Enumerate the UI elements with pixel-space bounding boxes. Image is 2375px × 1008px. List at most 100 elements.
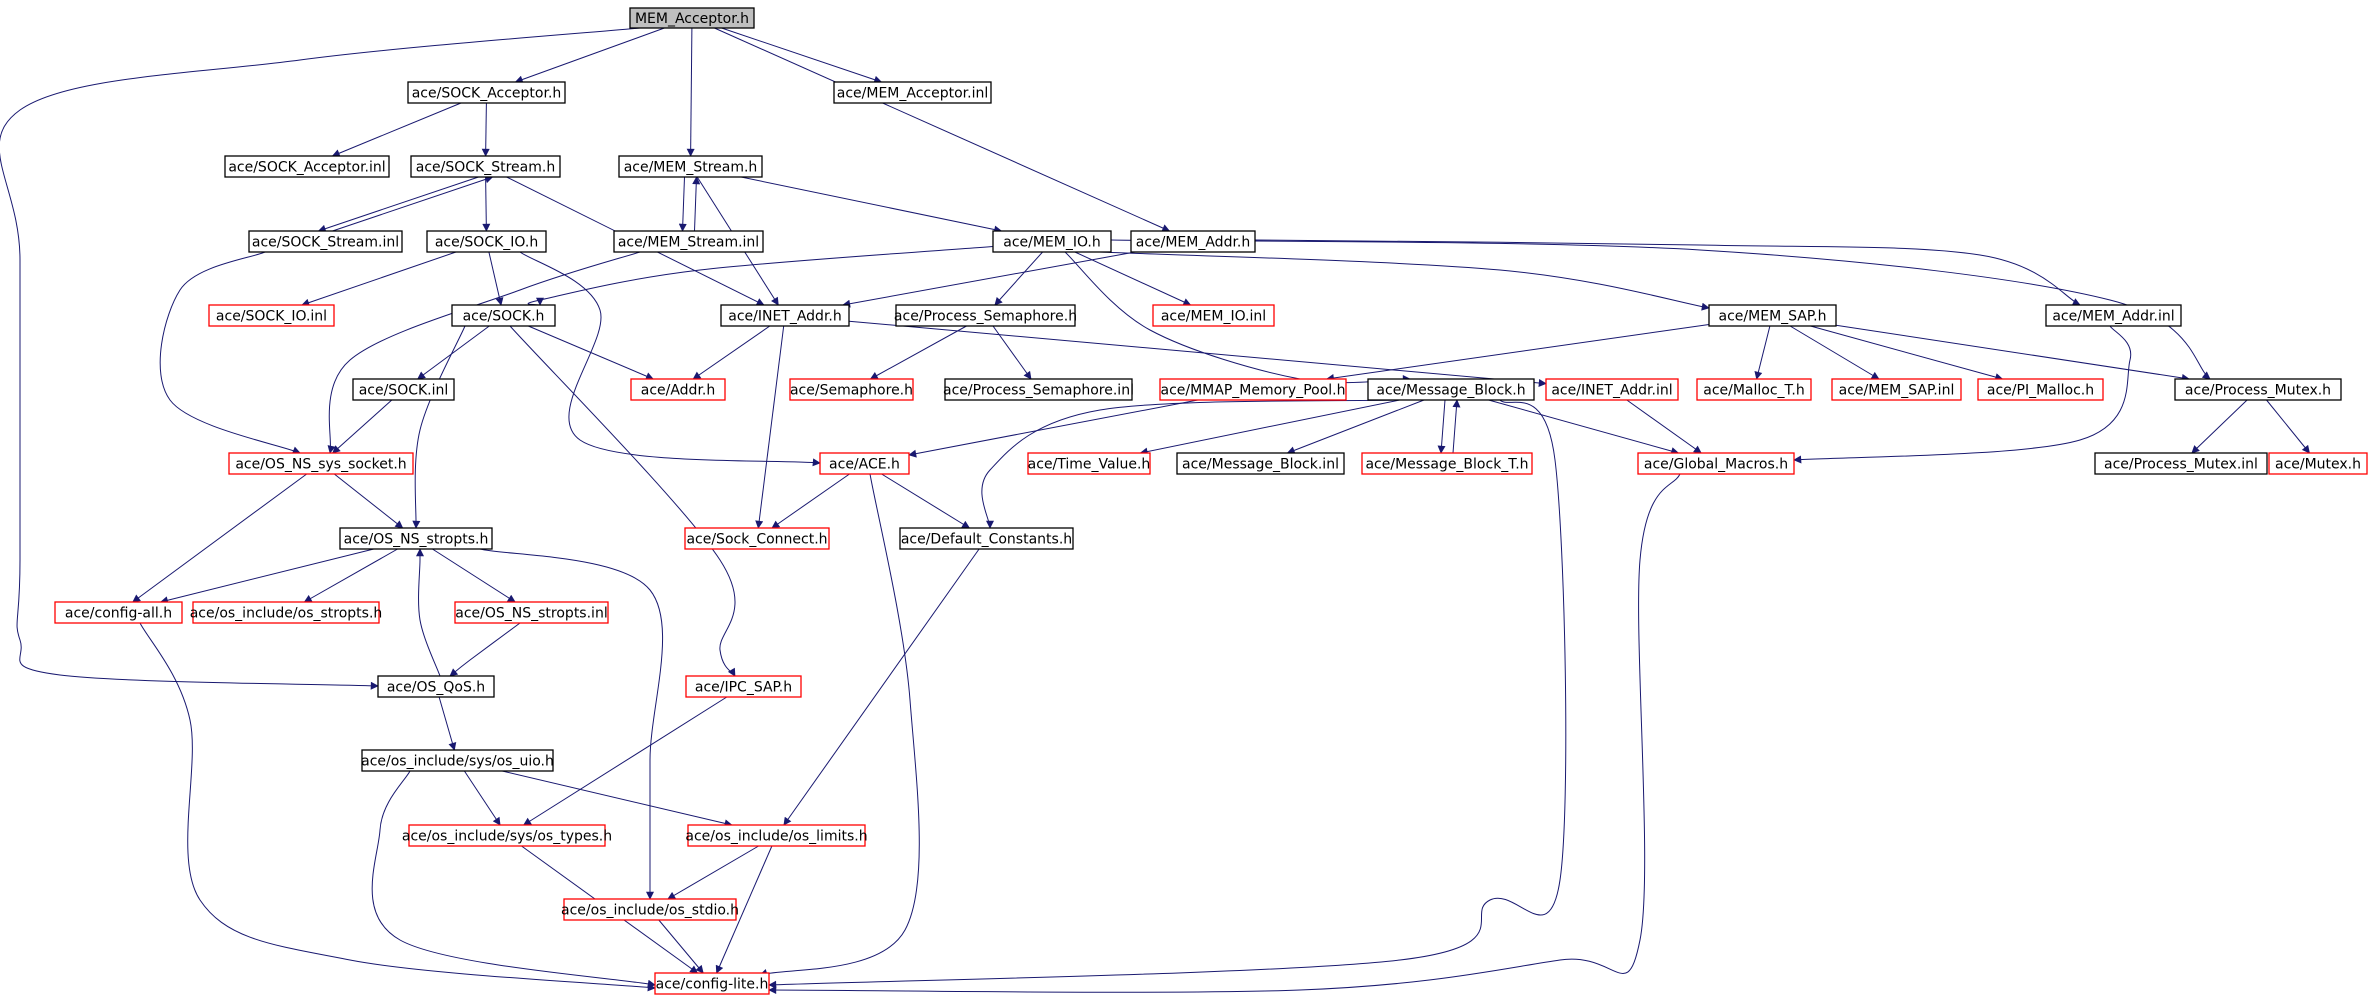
node-proc-sem-inl[interactable]: ace/Process_Semaphore.inl	[943, 378, 1134, 401]
node-box[interactable]	[410, 155, 561, 178]
node-box[interactable]	[1696, 378, 1812, 401]
node-mem-io-inl[interactable]: ace/MEM_IO.inl	[1152, 304, 1275, 327]
node-box[interactable]	[833, 81, 992, 104]
node-box[interactable]	[1361, 452, 1533, 475]
node-box[interactable]	[685, 675, 802, 698]
node-box[interactable]	[2268, 452, 2368, 475]
node-box[interactable]	[352, 378, 455, 401]
node-box[interactable]	[408, 824, 606, 847]
node-os-types-h[interactable]: ace/os_include/sys/os_types.h	[402, 824, 612, 847]
node-box[interactable]	[361, 749, 554, 772]
node-mem-acc-inl[interactable]: ace/MEM_Acceptor.inl	[833, 81, 992, 104]
node-proc-mutex-inl[interactable]: ace/Process_Mutex.inl	[2094, 452, 2268, 475]
node-box[interactable]	[2094, 452, 2268, 475]
node-os-limits-h[interactable]: ace/os_include/os_limits.h	[685, 824, 868, 847]
node-os-uio-h[interactable]: ace/os_include/sys/os_uio.h	[361, 749, 554, 772]
node-box[interactable]	[451, 304, 556, 327]
node-box[interactable]	[629, 7, 755, 29]
node-box[interactable]	[1545, 378, 1679, 401]
node-global-macros-h[interactable]: ace/Global_Macros.h	[1637, 452, 1795, 475]
node-msg-block-h[interactable]: ace/Message_Block.h	[1367, 378, 1535, 401]
node-inet-addr-inl[interactable]: ace/INET_Addr.inl	[1545, 378, 1679, 401]
node-box[interactable]	[1831, 378, 1962, 401]
node-inet-addr-h[interactable]: ace/INET_Addr.h	[720, 304, 850, 327]
node-time-value-h[interactable]: ace/Time_Value.h	[1027, 452, 1151, 475]
node-box[interactable]	[1176, 452, 1345, 475]
node-box[interactable]	[208, 304, 335, 327]
node-os-ns-stropts-h[interactable]: ace/OS_NS_stropts.h	[339, 527, 493, 550]
node-proc-mutex-h[interactable]: ace/Process_Mutex.h	[2174, 378, 2342, 401]
node-box[interactable]	[1367, 378, 1535, 401]
node-sock-stream-h[interactable]: ace/SOCK_Stream.h	[410, 155, 561, 178]
node-box[interactable]	[407, 81, 566, 104]
node-os-stdio-h[interactable]: ace/os_include/os_stdio.h	[561, 898, 739, 921]
node-addr-h[interactable]: ace/Addr.h	[630, 378, 726, 401]
node-sock-h[interactable]: ace/SOCK.h	[451, 304, 556, 327]
node-box[interactable]	[426, 230, 547, 253]
node-box[interactable]	[684, 527, 830, 550]
node-box[interactable]	[687, 824, 866, 847]
node-box[interactable]	[2174, 378, 2342, 401]
node-os-qos-h[interactable]: ace/OS_QoS.h	[377, 675, 495, 698]
node-box[interactable]	[613, 230, 764, 253]
node-sock-io-h[interactable]: ace/SOCK_IO.h	[426, 230, 547, 253]
node-box[interactable]	[1152, 304, 1275, 327]
node-os-ns-sys-socket-h[interactable]: ace/OS_NS_sys_socket.h	[228, 452, 414, 475]
node-mem-addr-inl[interactable]: ace/MEM_Addr.inl	[2045, 304, 2182, 327]
node-box[interactable]	[228, 452, 414, 475]
node-ace-h[interactable]: ace/ACE.h	[819, 452, 910, 475]
node-pi-malloc-h[interactable]: ace/PI_Malloc.h	[1977, 378, 2104, 401]
node-os-ns-stropts-inl[interactable]: ace/OS_NS_stropts.inl	[454, 601, 609, 624]
node-box[interactable]	[899, 527, 1074, 550]
node-mem-sap-h[interactable]: ace/MEM_SAP.h	[1708, 304, 1837, 327]
node-box[interactable]	[248, 230, 403, 253]
node-box[interactable]	[895, 304, 1076, 327]
node-malloc-t-h[interactable]: ace/Malloc_T.h	[1696, 378, 1812, 401]
node-box[interactable]	[454, 601, 609, 624]
node-box[interactable]	[1159, 378, 1347, 401]
node-default-constants-h[interactable]: ace/Default_Constants.h	[899, 527, 1074, 550]
node-msg-block-inl[interactable]: ace/Message_Block.inl	[1176, 452, 1345, 475]
node-root[interactable]: MEM_Acceptor.h	[629, 7, 755, 29]
node-mem-stream-inl[interactable]: ace/MEM_Stream.inl	[613, 230, 764, 253]
node-sock-io-inl[interactable]: ace/SOCK_IO.inl	[208, 304, 335, 327]
node-sock-connect-h[interactable]: ace/Sock_Connect.h	[684, 527, 830, 550]
node-box[interactable]	[1027, 452, 1151, 475]
node-mutex-h[interactable]: ace/Mutex.h	[2268, 452, 2368, 475]
node-os-include-os-stropts-h[interactable]: ace/os_include/os_stropts.h	[190, 601, 383, 624]
node-mem-addr-h[interactable]: ace/MEM_Addr.h	[1130, 230, 1256, 253]
node-semaphore-h[interactable]: ace/Semaphore.h	[789, 378, 914, 401]
node-box[interactable]	[819, 452, 910, 475]
node-box[interactable]	[1130, 230, 1256, 253]
node-box[interactable]	[224, 155, 390, 178]
node-box[interactable]	[618, 155, 763, 178]
node-box[interactable]	[339, 527, 493, 550]
node-mem-sap-inl[interactable]: ace/MEM_SAP.inl	[1831, 378, 1962, 401]
node-config-all-h[interactable]: ace/config-all.h	[54, 601, 183, 624]
node-sock-stream-inl[interactable]: ace/SOCK_Stream.inl	[248, 230, 403, 253]
node-sock-acc-inl[interactable]: ace/SOCK_Acceptor.inl	[224, 155, 390, 178]
node-mem-stream-h[interactable]: ace/MEM_Stream.h	[618, 155, 763, 178]
node-sock-inl[interactable]: ace/SOCK.inl	[352, 378, 455, 401]
node-box[interactable]	[944, 378, 1133, 401]
node-box[interactable]	[54, 601, 183, 624]
node-box[interactable]	[563, 898, 737, 921]
node-msg-block-t-h[interactable]: ace/Message_Block_T.h	[1361, 452, 1533, 475]
node-box[interactable]	[2045, 304, 2182, 327]
node-proc-sem-h[interactable]: ace/Process_Semaphore.h	[894, 304, 1077, 327]
node-box[interactable]	[1708, 304, 1837, 327]
node-box[interactable]	[992, 230, 1112, 253]
node-ipc-sap-h[interactable]: ace/IPC_SAP.h	[685, 675, 802, 698]
node-box[interactable]	[654, 972, 770, 995]
node-box[interactable]	[630, 378, 726, 401]
node-box[interactable]	[1637, 452, 1795, 475]
node-config-lite-h[interactable]: ace/config-lite.h	[654, 972, 770, 995]
node-mem-io-h[interactable]: ace/MEM_IO.h	[992, 230, 1112, 253]
node-box[interactable]	[720, 304, 850, 327]
node-box[interactable]	[192, 601, 380, 624]
node-mmap-pool-h[interactable]: ace/MMAP_Memory_Pool.h	[1159, 378, 1347, 401]
node-box[interactable]	[377, 675, 495, 698]
node-box[interactable]	[789, 378, 914, 401]
node-box[interactable]	[1977, 378, 2104, 401]
node-sock-acc-h[interactable]: ace/SOCK_Acceptor.h	[407, 81, 566, 104]
